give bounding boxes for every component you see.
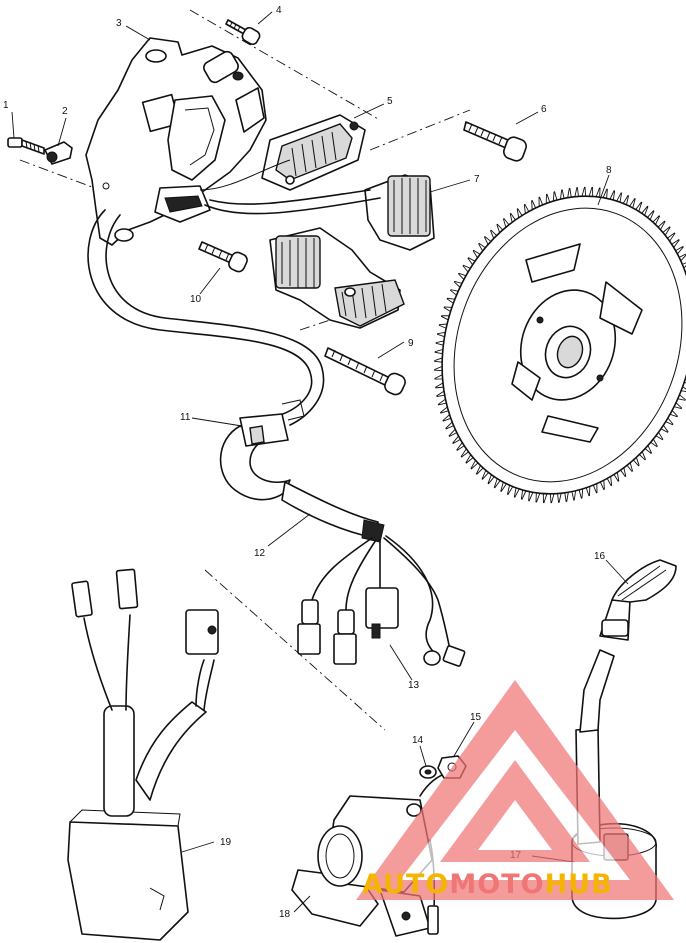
flywheel-tooth [567, 188, 572, 199]
callout-11: 11 [180, 412, 191, 423]
main-harness [87, 209, 385, 543]
flywheel-tooth [595, 187, 601, 198]
callout-2: 2 [62, 106, 68, 117]
exciter-coil [269, 174, 435, 329]
callout-19: 19 [220, 837, 232, 848]
screw-9 [324, 347, 406, 396]
callout-6: 6 [541, 104, 547, 115]
flywheel-tooth [528, 491, 534, 502]
callout-7: 7 [474, 174, 480, 185]
callout-labels: 1 2 3 4 5 6 7 8 9 10 11 12 13 14 15 16 1… [3, 5, 612, 920]
clip-2 [44, 141, 73, 165]
callout-14: 14 [412, 735, 424, 746]
grommet [239, 399, 305, 447]
flywheel-tooth [549, 493, 555, 504]
callout-3: 3 [116, 18, 122, 29]
flywheel-tooth [564, 491, 569, 502]
callout-12: 12 [254, 548, 266, 559]
cdi-box [67, 568, 219, 941]
callout-1: 1 [3, 100, 9, 111]
flywheel-tooth [434, 357, 443, 363]
callout-16: 16 [594, 551, 606, 562]
flywheel-tooth [557, 492, 562, 503]
flywheel-tooth [434, 374, 444, 380]
screw-10 [198, 241, 248, 273]
flywheel-tooth [434, 348, 444, 355]
stator-wires [199, 159, 381, 215]
callout-5: 5 [387, 96, 393, 107]
screw-1 [7, 137, 45, 155]
callout-8: 8 [606, 165, 612, 176]
watermark-logo [356, 680, 674, 900]
screw-4 [225, 19, 261, 46]
charging-coil [261, 114, 366, 191]
callout-9: 9 [408, 338, 414, 349]
callout-15: 15 [470, 712, 482, 723]
flywheel-tooth [574, 187, 579, 198]
callout-13: 13 [408, 680, 420, 691]
harness-connectors [297, 535, 466, 667]
callout-18: 18 [279, 909, 291, 920]
flywheel-tooth [535, 492, 541, 503]
callout-10: 10 [190, 294, 202, 305]
flywheel-tooth [434, 365, 443, 372]
washer-14 [419, 765, 437, 779]
watermark-text: AUTOMOTOHUB [362, 869, 613, 900]
callout-4: 4 [276, 5, 282, 16]
flywheel-tooth [542, 493, 548, 504]
screw-6 [463, 121, 527, 162]
flywheel-tooth [588, 186, 594, 197]
stator-plate [85, 37, 267, 246]
flywheel-tooth [581, 186, 587, 197]
flywheel [434, 186, 686, 504]
